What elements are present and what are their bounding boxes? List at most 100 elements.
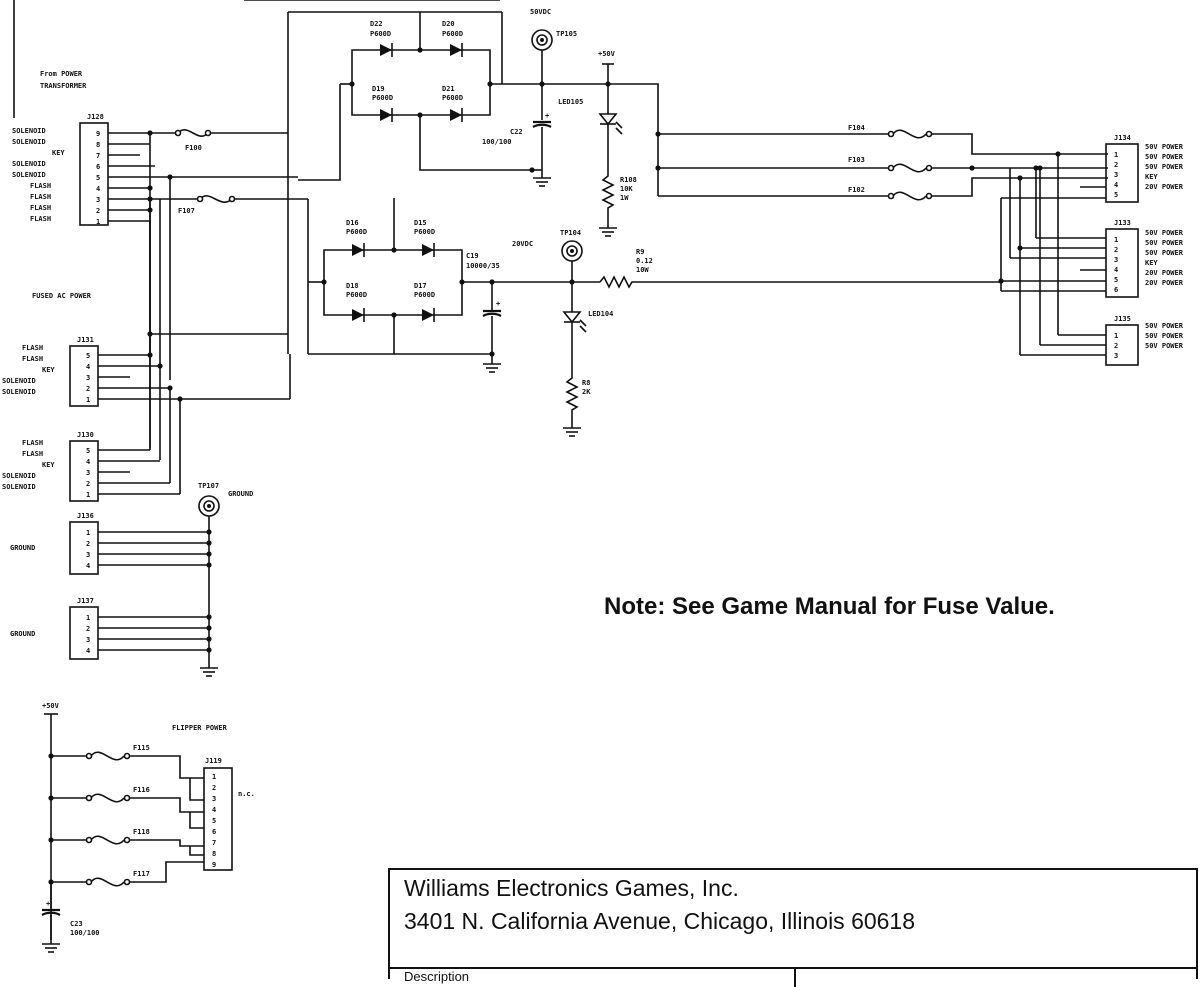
connector-j128: J128 9 8 7 6 5 4 3 2 1 SOLENOID SOLENOID… — [12, 113, 109, 226]
fuse-f100-label: F100 — [185, 144, 202, 152]
flipper-plus50v-label: +50V — [42, 702, 60, 710]
fuse-f103: F103 — [848, 156, 933, 173]
j128-pin: 6 — [96, 163, 100, 171]
connector-j136: J136 1 2 3 4 GROUND — [10, 512, 99, 575]
j119-pin: 9 — [212, 861, 216, 869]
c19-ref: C19 — [466, 252, 479, 260]
j135-name: J135 — [1114, 315, 1131, 323]
j131-label: FLASH — [22, 355, 43, 363]
j136-pin: 1 — [86, 529, 90, 537]
j128-label: FLASH — [30, 193, 51, 201]
f104-label: F104 — [848, 124, 865, 132]
j135-pin: 1 — [1114, 332, 1118, 340]
j137-pin: 3 — [86, 636, 90, 644]
j128-pin: 9 — [96, 130, 100, 138]
j128-label: SOLENOID — [12, 160, 46, 168]
j131-label: KEY — [42, 366, 55, 374]
j136-name: J136 — [77, 512, 94, 520]
diode-d22: D22 P600D — [370, 20, 393, 57]
j133-label: 50V POWER — [1145, 239, 1184, 247]
j137-name: J137 — [77, 597, 94, 605]
diode-d17: D17 P600D — [414, 282, 435, 322]
j136-pin: 2 — [86, 540, 90, 548]
title-block: Williams Electronics Games, Inc. 3401 N.… — [388, 868, 1198, 987]
j128-pin: 1 — [96, 218, 100, 226]
ground-symbol — [42, 943, 60, 953]
j130-label: FLASH — [22, 450, 43, 458]
test-point-tp105: 50VDC TP105 — [530, 8, 577, 84]
f115-label: F115 — [133, 744, 150, 752]
tp107-ground: GROUND — [228, 490, 253, 498]
r8-value: 2K — [582, 388, 591, 396]
j135-label: 50V POWER — [1145, 322, 1184, 330]
r108-value: 10K — [620, 185, 633, 193]
j119-pin: 7 — [212, 839, 216, 847]
capacitor-c19: C19 10000/35 + — [466, 252, 502, 360]
j131-name: J131 — [77, 336, 94, 344]
j134-label: 50V POWER — [1145, 163, 1184, 171]
led105-label: LED105 — [558, 98, 583, 106]
j134-label: 50V POWER — [1145, 143, 1184, 151]
j133-label: 50V POWER — [1145, 229, 1184, 237]
test-point-tp107: TP107 GROUND — [198, 482, 253, 517]
j128-label: SOLENOID — [12, 171, 46, 179]
tp104-voltage: 20VDC — [512, 240, 533, 248]
j133-pin: 1 — [1114, 236, 1118, 244]
resistor-r8: R8 2K — [565, 374, 591, 424]
j134-pin: 1 — [1114, 151, 1118, 159]
d21-ref: D21 — [442, 85, 455, 93]
diode-d19: D19 P600D — [372, 85, 393, 122]
c23-value: 100/100 — [70, 929, 100, 937]
d17-part: P600D — [414, 291, 435, 299]
j128-pin: 2 — [96, 207, 100, 215]
j133-pin: 4 — [1114, 266, 1118, 274]
j119-name: J119 — [205, 757, 222, 765]
flipper-power-label: FLIPPER POWER — [172, 724, 228, 732]
c22-value: 100/100 — [482, 138, 512, 146]
r9-ref: R9 — [636, 248, 644, 256]
tp107-label: TP107 — [198, 482, 219, 490]
j128-pin: 8 — [96, 141, 100, 149]
j131-pin: 4 — [86, 363, 90, 371]
title-block-divider — [390, 967, 1196, 969]
j131-label: SOLENOID — [2, 377, 36, 385]
j130-label: FLASH — [22, 439, 43, 447]
j128-label: FLASH — [30, 215, 51, 223]
j119-pin: 2 — [212, 784, 216, 792]
led-led105 — [598, 84, 623, 172]
j135-label: 50V POWER — [1145, 342, 1184, 350]
connector-j131: J131 5 4 3 2 1 FLASH FLASH KEY SOLENOID … — [2, 336, 99, 407]
r9-power: 10W — [636, 266, 649, 274]
j133-name: J133 — [1114, 219, 1131, 227]
j134-name: J134 — [1114, 134, 1131, 142]
j130-pin: 1 — [86, 491, 90, 499]
d15-ref: D15 — [414, 219, 427, 227]
resistor-r9: R9 0.12 10W — [599, 248, 1001, 289]
d19-ref: D19 — [372, 85, 385, 93]
j131-pin: 2 — [86, 385, 90, 393]
connector-j133: J133 1 2 3 4 5 6 50V POWER 50V POWER 50V… — [1105, 219, 1184, 298]
d19-part: P600D — [372, 94, 393, 102]
connector-j135: J135 1 2 3 50V POWER 50V POWER 50V POWER — [1105, 315, 1184, 366]
d20-ref: D20 — [442, 20, 455, 28]
c19-polarity: + — [496, 300, 500, 308]
d16-part: P600D — [346, 228, 367, 236]
c22-ref: C22 — [510, 128, 523, 136]
c23-polarity: + — [46, 900, 50, 908]
j119-pin: 8 — [212, 850, 216, 858]
j134-pin: 3 — [1114, 171, 1118, 179]
diode-d15: D15 P600D — [414, 219, 435, 257]
j130-pin: 4 — [86, 458, 90, 466]
j134-label: 50V POWER — [1145, 153, 1184, 161]
ground-symbol — [563, 424, 581, 437]
diode-d16: D16 P600D — [346, 219, 367, 257]
j119-pin: 3 — [212, 795, 216, 803]
j119-pin: 5 — [212, 817, 216, 825]
j131-label: FLASH — [22, 344, 43, 352]
connector-j130: J130 5 4 3 2 1 FLASH FLASH KEY SOLENOID … — [2, 431, 99, 502]
d21-part: P600D — [442, 94, 463, 102]
j128-pin: 3 — [96, 196, 100, 204]
j135-label: 50V POWER — [1145, 332, 1184, 340]
capacitor-c23: + C23 100/100 — [41, 882, 100, 944]
diode-d20: D20 P600D — [442, 20, 463, 57]
